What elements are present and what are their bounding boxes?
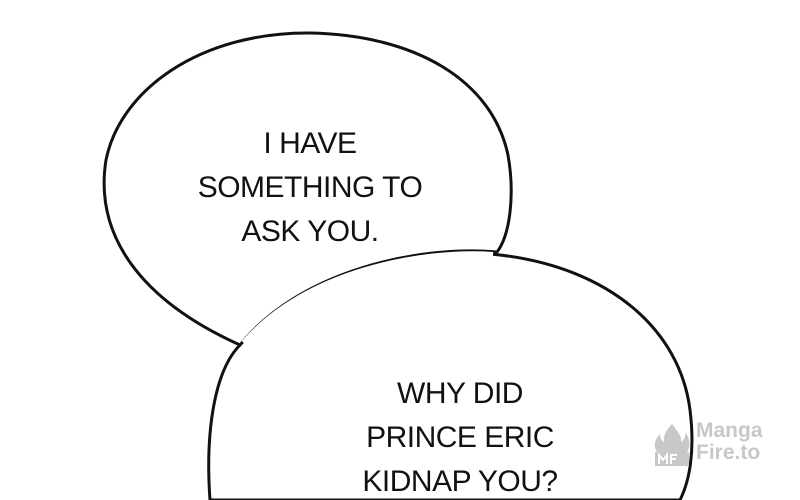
mangafire-logo-icon: [654, 424, 690, 466]
dialogue-line: ASK YOU.: [241, 215, 379, 248]
watermark-text: Manga Fire.to: [696, 420, 763, 464]
speech-bubble-2-text: WHY DID PRINCE ERIC KIDNAP YOU?: [300, 372, 620, 500]
bubble-seam-cover: [241, 251, 494, 345]
dialogue-line: SOMETHING TO: [197, 171, 423, 204]
watermark: Manga Fire.to: [652, 420, 782, 470]
dialogue-line: PRINCE ERIC: [366, 421, 554, 454]
watermark-line-1: Manga: [696, 419, 763, 442]
speech-bubble-1-text: I HAVE SOMETHING TO ASK YOU.: [160, 122, 460, 254]
watermark-line-2: Fire.to: [696, 441, 761, 464]
dialogue-line: KIDNAP YOU?: [362, 465, 558, 498]
dialogue-line: WHY DID: [397, 377, 523, 410]
dialogue-line: I HAVE: [263, 127, 357, 160]
